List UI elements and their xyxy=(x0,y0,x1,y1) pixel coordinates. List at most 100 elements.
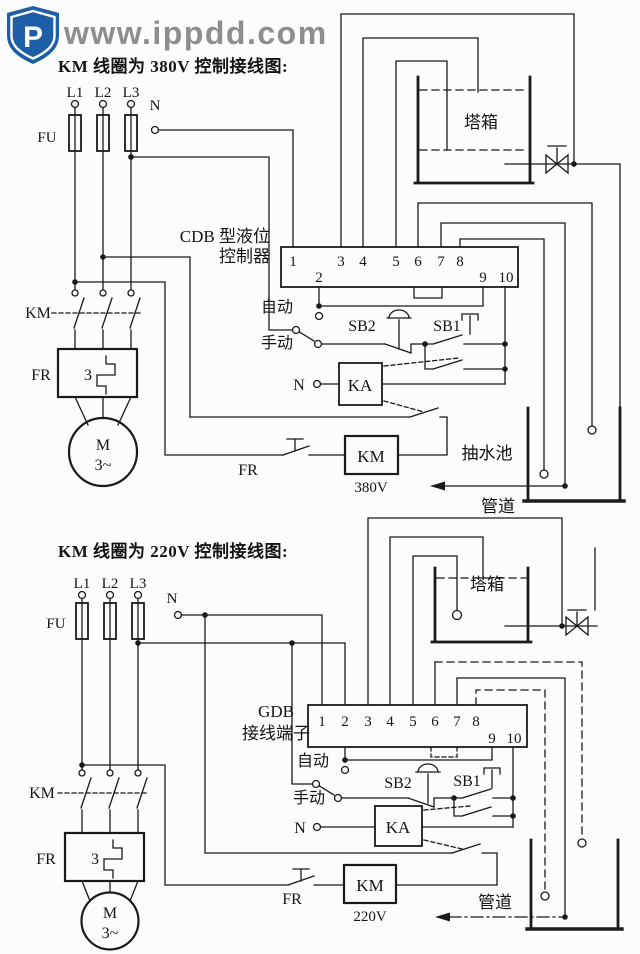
motor-letter-2: M xyxy=(103,905,117,922)
km-main-contacts: KM xyxy=(25,289,143,350)
sb2-button: SB2 xyxy=(320,309,426,354)
water-tank-2: 塔箱 xyxy=(430,566,533,644)
label-km-2: KM xyxy=(29,785,55,802)
tank-label-2: 塔箱 xyxy=(470,575,504,594)
auto-label-2: 自动 xyxy=(297,752,329,770)
gdb-terminal-block: GDB 接线端子 1 2 3 4 5 6 7 8 9 10 xyxy=(242,702,528,758)
cdb-t10: 10 xyxy=(499,270,514,286)
gdb-t1: 1 xyxy=(318,714,326,730)
site-logo: P www.ippdd.com xyxy=(7,6,328,64)
gdb-t7: 7 xyxy=(453,714,461,730)
pool-2 xyxy=(525,838,624,931)
fr-reset-icon-2 xyxy=(292,868,310,882)
cdb-name-2: 控制器 xyxy=(219,247,270,266)
label-fr-3-2: 3 xyxy=(91,851,99,868)
diagram1-title: KM 线圈为 380V 控制接线图: xyxy=(58,56,288,76)
gdb-t6: 6 xyxy=(431,714,439,730)
sb1-button-2: SB1 xyxy=(451,767,516,801)
logo-url-text: www.ippdd.com xyxy=(63,15,328,51)
label-fr-3: 3 xyxy=(84,367,92,384)
sb1-button: SB1 xyxy=(422,313,508,347)
linkage-dash-up-2 xyxy=(423,805,471,811)
gdb-t3: 3 xyxy=(364,714,372,730)
label-l1-2: L1 xyxy=(74,576,91,592)
mushroom-cap-icon xyxy=(386,309,412,319)
cdb-t1: 1 xyxy=(289,254,297,270)
gdb-t2: 2 xyxy=(341,714,349,730)
sb1-label: SB1 xyxy=(433,318,461,335)
mushroom-cap-icon-2 xyxy=(415,763,441,773)
km-coil-label-2: KM xyxy=(356,876,383,895)
plunger-cap-icon xyxy=(461,313,479,335)
label-l2: L2 xyxy=(95,85,112,101)
ka-label-2: KA xyxy=(386,818,411,837)
ka-n-label: N xyxy=(293,377,305,394)
fr2-label: FR xyxy=(238,462,258,479)
manual-label-2: 手动 xyxy=(293,789,325,807)
junction-dots-2 xyxy=(79,612,295,768)
valve-symbol xyxy=(504,145,621,409)
cdb-t4: 4 xyxy=(359,254,367,270)
diagram2-title: KM 线圈为 220V 控制接线图: xyxy=(58,541,288,561)
auto-label: 自动 xyxy=(261,298,293,316)
phase-terminals-2: L1 L2 L3 N xyxy=(74,576,183,620)
label-l2-2: L2 xyxy=(102,576,119,592)
fr-thermal-relay-2: FR 3 xyxy=(36,831,146,883)
motor-symbol-2: M 3~ xyxy=(80,880,140,951)
km-voltage-label: 380V xyxy=(354,480,388,496)
ka-n-label-2: N xyxy=(294,820,306,837)
linkage-dash-down xyxy=(383,400,425,413)
pipe-label: 管道 xyxy=(481,497,515,516)
sb2-button-2: SB2 xyxy=(340,763,455,808)
sb2-label: SB2 xyxy=(348,318,376,335)
label-fu-2: FU xyxy=(46,616,65,632)
fr-reset-icon xyxy=(286,438,304,452)
cdb-t3: 3 xyxy=(337,254,345,270)
junction-dots xyxy=(72,154,134,285)
sb2-label-2: SB2 xyxy=(384,775,412,792)
cdb-controller: CDB 型液位 控制器 1 3 4 5 6 7 8 2 9 10 xyxy=(180,227,519,299)
cdb-t6: 6 xyxy=(414,254,422,270)
cdb-t2: 2 xyxy=(315,270,323,286)
motor-phases: 3~ xyxy=(95,457,112,474)
water-tank: 塔箱 xyxy=(413,75,535,185)
fuse-group-2: FU xyxy=(46,597,145,771)
auto-manual-selector: 自动 手动 xyxy=(261,286,484,352)
heater-element-icon-2 xyxy=(103,839,123,879)
km-coil-label: KM xyxy=(357,447,384,466)
cdb-t9: 9 xyxy=(479,270,487,286)
valve-symbol-2 xyxy=(504,609,598,637)
power-branch-wires-2 xyxy=(81,614,453,886)
gdb-t9: 9 xyxy=(488,731,496,747)
gdb-t5: 5 xyxy=(409,714,417,730)
km-voltage-label-2: 220V xyxy=(353,909,387,925)
manual-label: 手动 xyxy=(261,334,293,352)
ka-relay: KA N xyxy=(293,357,506,413)
label-l1: L1 xyxy=(67,85,84,101)
label-fr: FR xyxy=(31,367,51,384)
gdb-t10: 10 xyxy=(507,731,522,747)
cdb-t5: 5 xyxy=(392,254,400,270)
pipe-arrow: 管道 xyxy=(430,481,564,516)
fr-thermal-relay: FR 3 xyxy=(31,347,139,399)
gdb-t4: 4 xyxy=(386,714,394,730)
diagram-220v: KM 线圈为 220V 控制接线图: L1 L2 L3 N FU KM xyxy=(29,517,624,951)
power-branch-wires xyxy=(74,129,294,456)
gdb-name-2: 接线端子 xyxy=(242,724,310,743)
ka-selfhold-contact xyxy=(424,286,508,385)
ka-selfhold-contact-2 xyxy=(453,746,516,828)
cdb-name-1: CDB 型液位 xyxy=(180,227,270,246)
heater-element-icon xyxy=(96,355,116,395)
label-fu: FU xyxy=(37,130,56,146)
plunger-cap-icon-2 xyxy=(483,767,501,789)
label-fr-b2: FR xyxy=(36,851,56,868)
cdb-t7: 7 xyxy=(437,254,445,270)
cdb-t8: 8 xyxy=(456,254,464,270)
km-coil-circuit-2: KM 220V FR xyxy=(282,843,498,925)
gdb-name-1: GDB xyxy=(258,702,294,721)
gdb-t8: 8 xyxy=(472,714,480,730)
motor-phases-2: 3~ xyxy=(102,925,119,942)
diagram-380v: KM 线圈为 380V 控制接线图: L1 L2 L3 N FU KM xyxy=(25,13,626,516)
fr2-label-2: FR xyxy=(282,891,302,908)
